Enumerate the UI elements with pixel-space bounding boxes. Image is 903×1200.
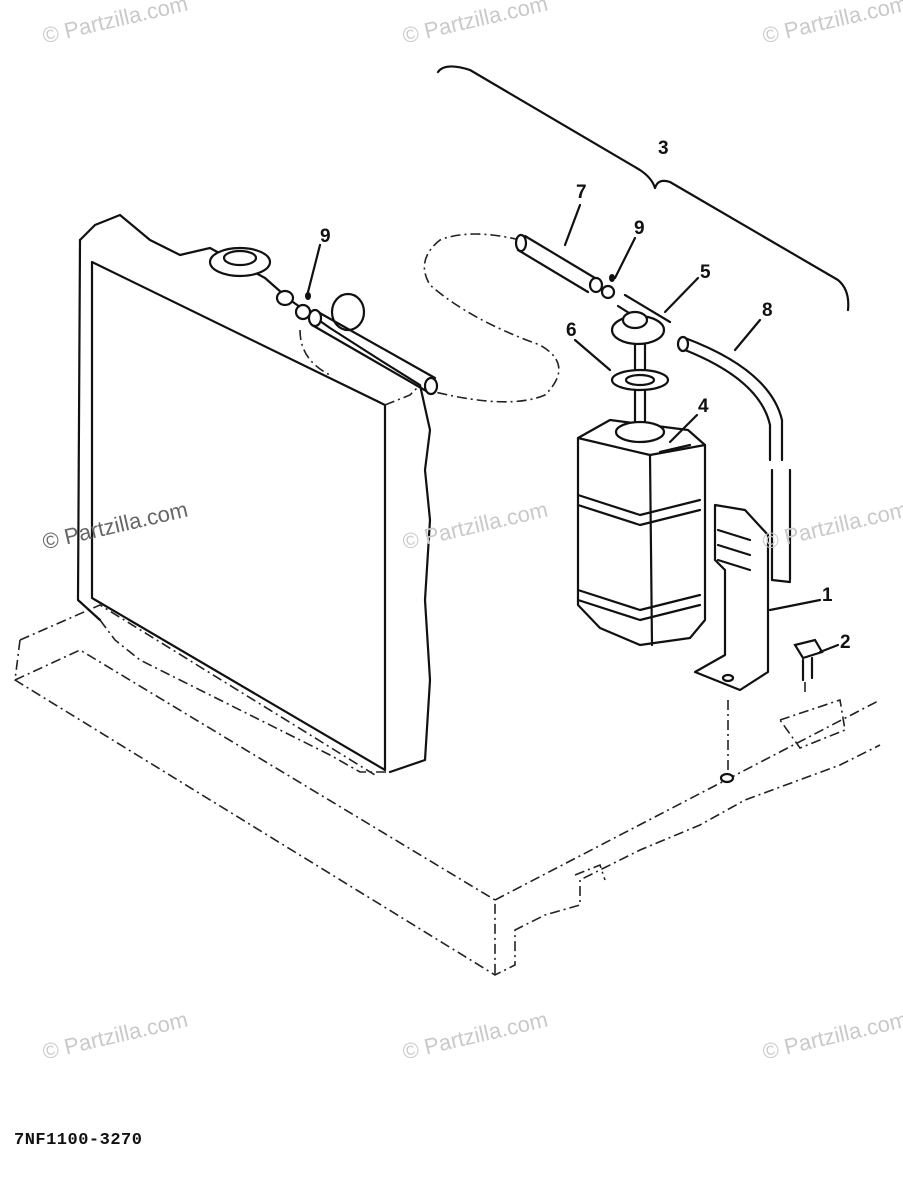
callout-2: 2 (840, 632, 851, 653)
chassis-frame (14, 604, 881, 976)
callout-5: 5 (700, 262, 711, 283)
hose-7 (514, 233, 616, 300)
callout-1: 1 (822, 585, 833, 606)
reservoir-tank (576, 418, 707, 647)
callout-3: 3 (658, 138, 669, 159)
radiator (76, 213, 439, 774)
mount-hole (719, 772, 735, 784)
hose-route-line (423, 233, 560, 403)
diagram-code: 7NF1100-3270 (14, 1131, 143, 1150)
callout-9: 9 (634, 218, 645, 239)
callout-4: 4 (698, 396, 709, 417)
leader-lines (306, 203, 840, 654)
callout-7: 7 (576, 182, 587, 203)
callout-6: 6 (566, 320, 577, 341)
callout-9: 9 (320, 226, 331, 247)
callout-8: 8 (762, 300, 773, 321)
tank-cap (610, 293, 672, 372)
hose-8 (676, 335, 792, 584)
brace-3 (436, 65, 850, 312)
tank-bracket (693, 503, 770, 692)
bolt (793, 638, 824, 695)
seal-ring-inner (624, 373, 656, 387)
